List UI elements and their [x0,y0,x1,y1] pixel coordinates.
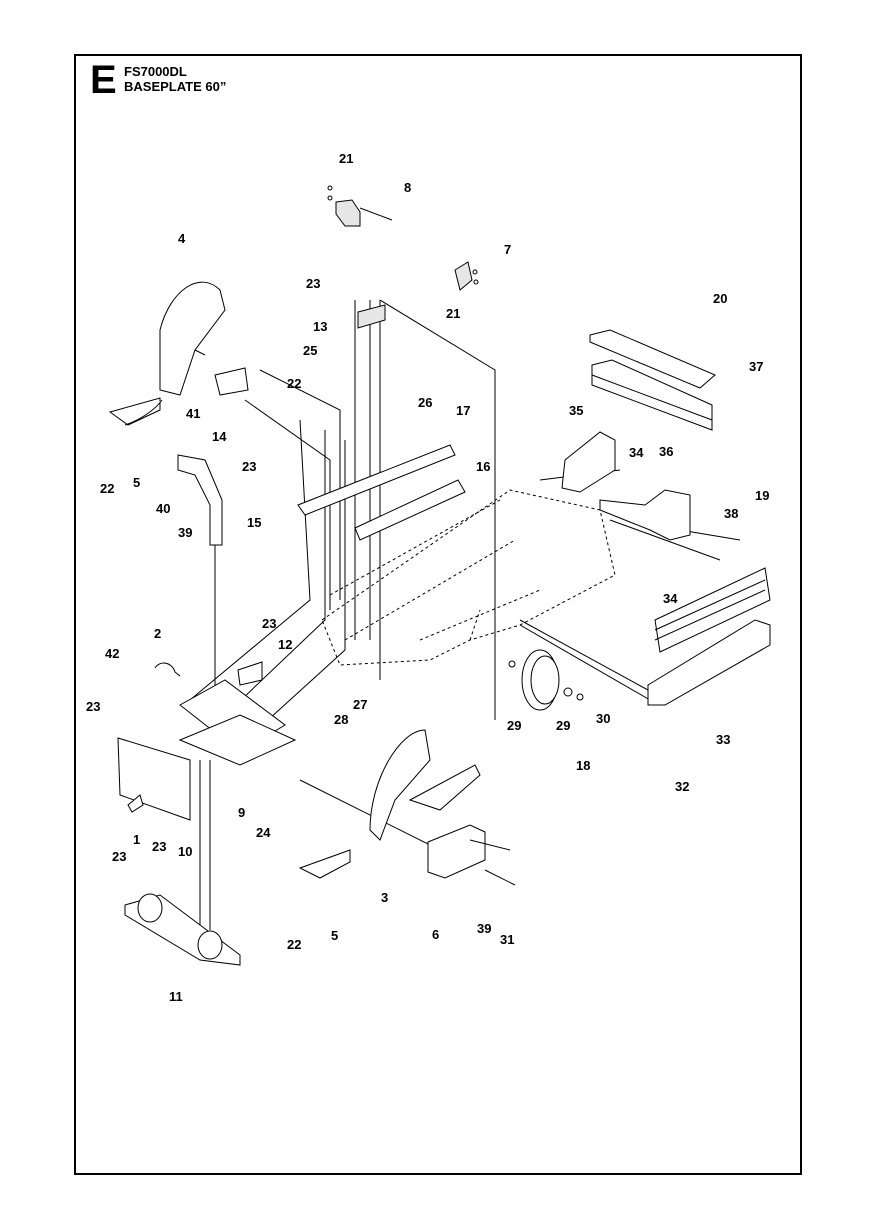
callout-12: 12 [278,637,292,652]
callout-37: 37 [749,359,763,374]
section-letter: E [90,58,117,102]
part-9-baseplate [178,679,297,766]
callout-26: 26 [418,395,432,410]
callout-23: 23 [152,839,166,854]
part-1-clip [127,794,144,813]
part-20-plate [589,329,716,389]
callout-3: 3 [381,890,388,905]
callout-5: 5 [331,928,338,943]
chassis-frame [321,489,616,666]
callout-6: 6 [432,927,439,942]
callout-labels: 21 8 7 21 4 23 13 25 22 20 37 41 23 14 2… [86,151,769,1004]
callout-14: 14 [212,429,227,444]
callout-8: 8 [404,180,411,195]
callout-23: 23 [306,276,320,291]
part-8-bracket [327,185,393,227]
callout-35: 35 [569,403,583,418]
part-6-box [427,824,516,886]
diagram-frame [74,54,802,1175]
callout-21: 21 [446,306,460,321]
callout-27: 27 [353,697,367,712]
callout-30: 30 [596,711,610,726]
callout-34: 34 [629,445,644,460]
callout-5: 5 [133,475,140,490]
callout-39: 39 [477,921,491,936]
part-15-arm [177,454,223,546]
callout-18: 18 [576,758,590,773]
callout-23: 23 [86,699,100,714]
callout-24: 24 [256,825,271,840]
callout-41: 41 [186,406,200,421]
callout-17: 17 [456,403,470,418]
callout-13: 13 [313,319,327,334]
callout-10: 10 [178,844,192,859]
callout-19: 19 [755,488,769,503]
part-7-bracket [454,261,479,291]
callout-28: 28 [334,712,348,727]
part-11-shaft [124,893,241,966]
part-5-deflector-upper [108,397,163,426]
part-17-rail [297,444,456,516]
callout-7: 7 [504,242,511,257]
part-36-mount [599,489,691,541]
callout-23: 23 [262,616,276,631]
part-35-housing [561,431,616,493]
callout-39: 39 [178,525,192,540]
part-5-deflector-lower [298,849,351,879]
part-16-rail [354,479,466,541]
callout-38: 38 [724,506,738,521]
callout-31: 31 [500,932,514,947]
callout-22: 22 [100,481,114,496]
callout-34: 34 [663,591,678,606]
callout-11: 11 [169,989,183,1004]
part-12-plate [237,661,263,686]
callout-22: 22 [287,376,301,391]
callout-33: 33 [716,732,730,747]
part-20-plate-stack [591,359,713,431]
callout-23: 23 [112,849,126,864]
callout-32: 32 [675,779,689,794]
part-14-bracket [214,367,249,396]
diagram-title: BASEPLATE 60” [124,79,227,94]
callout-29: 29 [507,718,521,733]
callout-16: 16 [476,459,490,474]
callout-1: 1 [133,832,140,847]
part-10-plate [117,737,191,821]
callout-21: 21 [339,151,353,166]
callout-42: 42 [105,646,119,661]
part-13-plate [357,304,386,329]
part-19-weights [654,567,771,653]
callout-25: 25 [303,343,317,358]
callout-2: 2 [154,626,161,641]
callout-36: 36 [659,444,673,459]
part-3-shield [369,729,481,841]
callout-29: 29 [556,718,570,733]
callout-23: 23 [242,459,256,474]
part-2-clip [154,662,181,677]
callout-4: 4 [178,231,186,246]
part-18-wheel [508,649,584,711]
callout-40: 40 [156,501,170,516]
model-name: FS7000DL [124,64,187,79]
callout-20: 20 [713,291,727,306]
callout-9: 9 [238,805,245,820]
part-33-tube [519,619,771,706]
callout-22: 22 [287,937,301,952]
part-4-guard [159,281,226,396]
callout-15: 15 [247,515,261,530]
